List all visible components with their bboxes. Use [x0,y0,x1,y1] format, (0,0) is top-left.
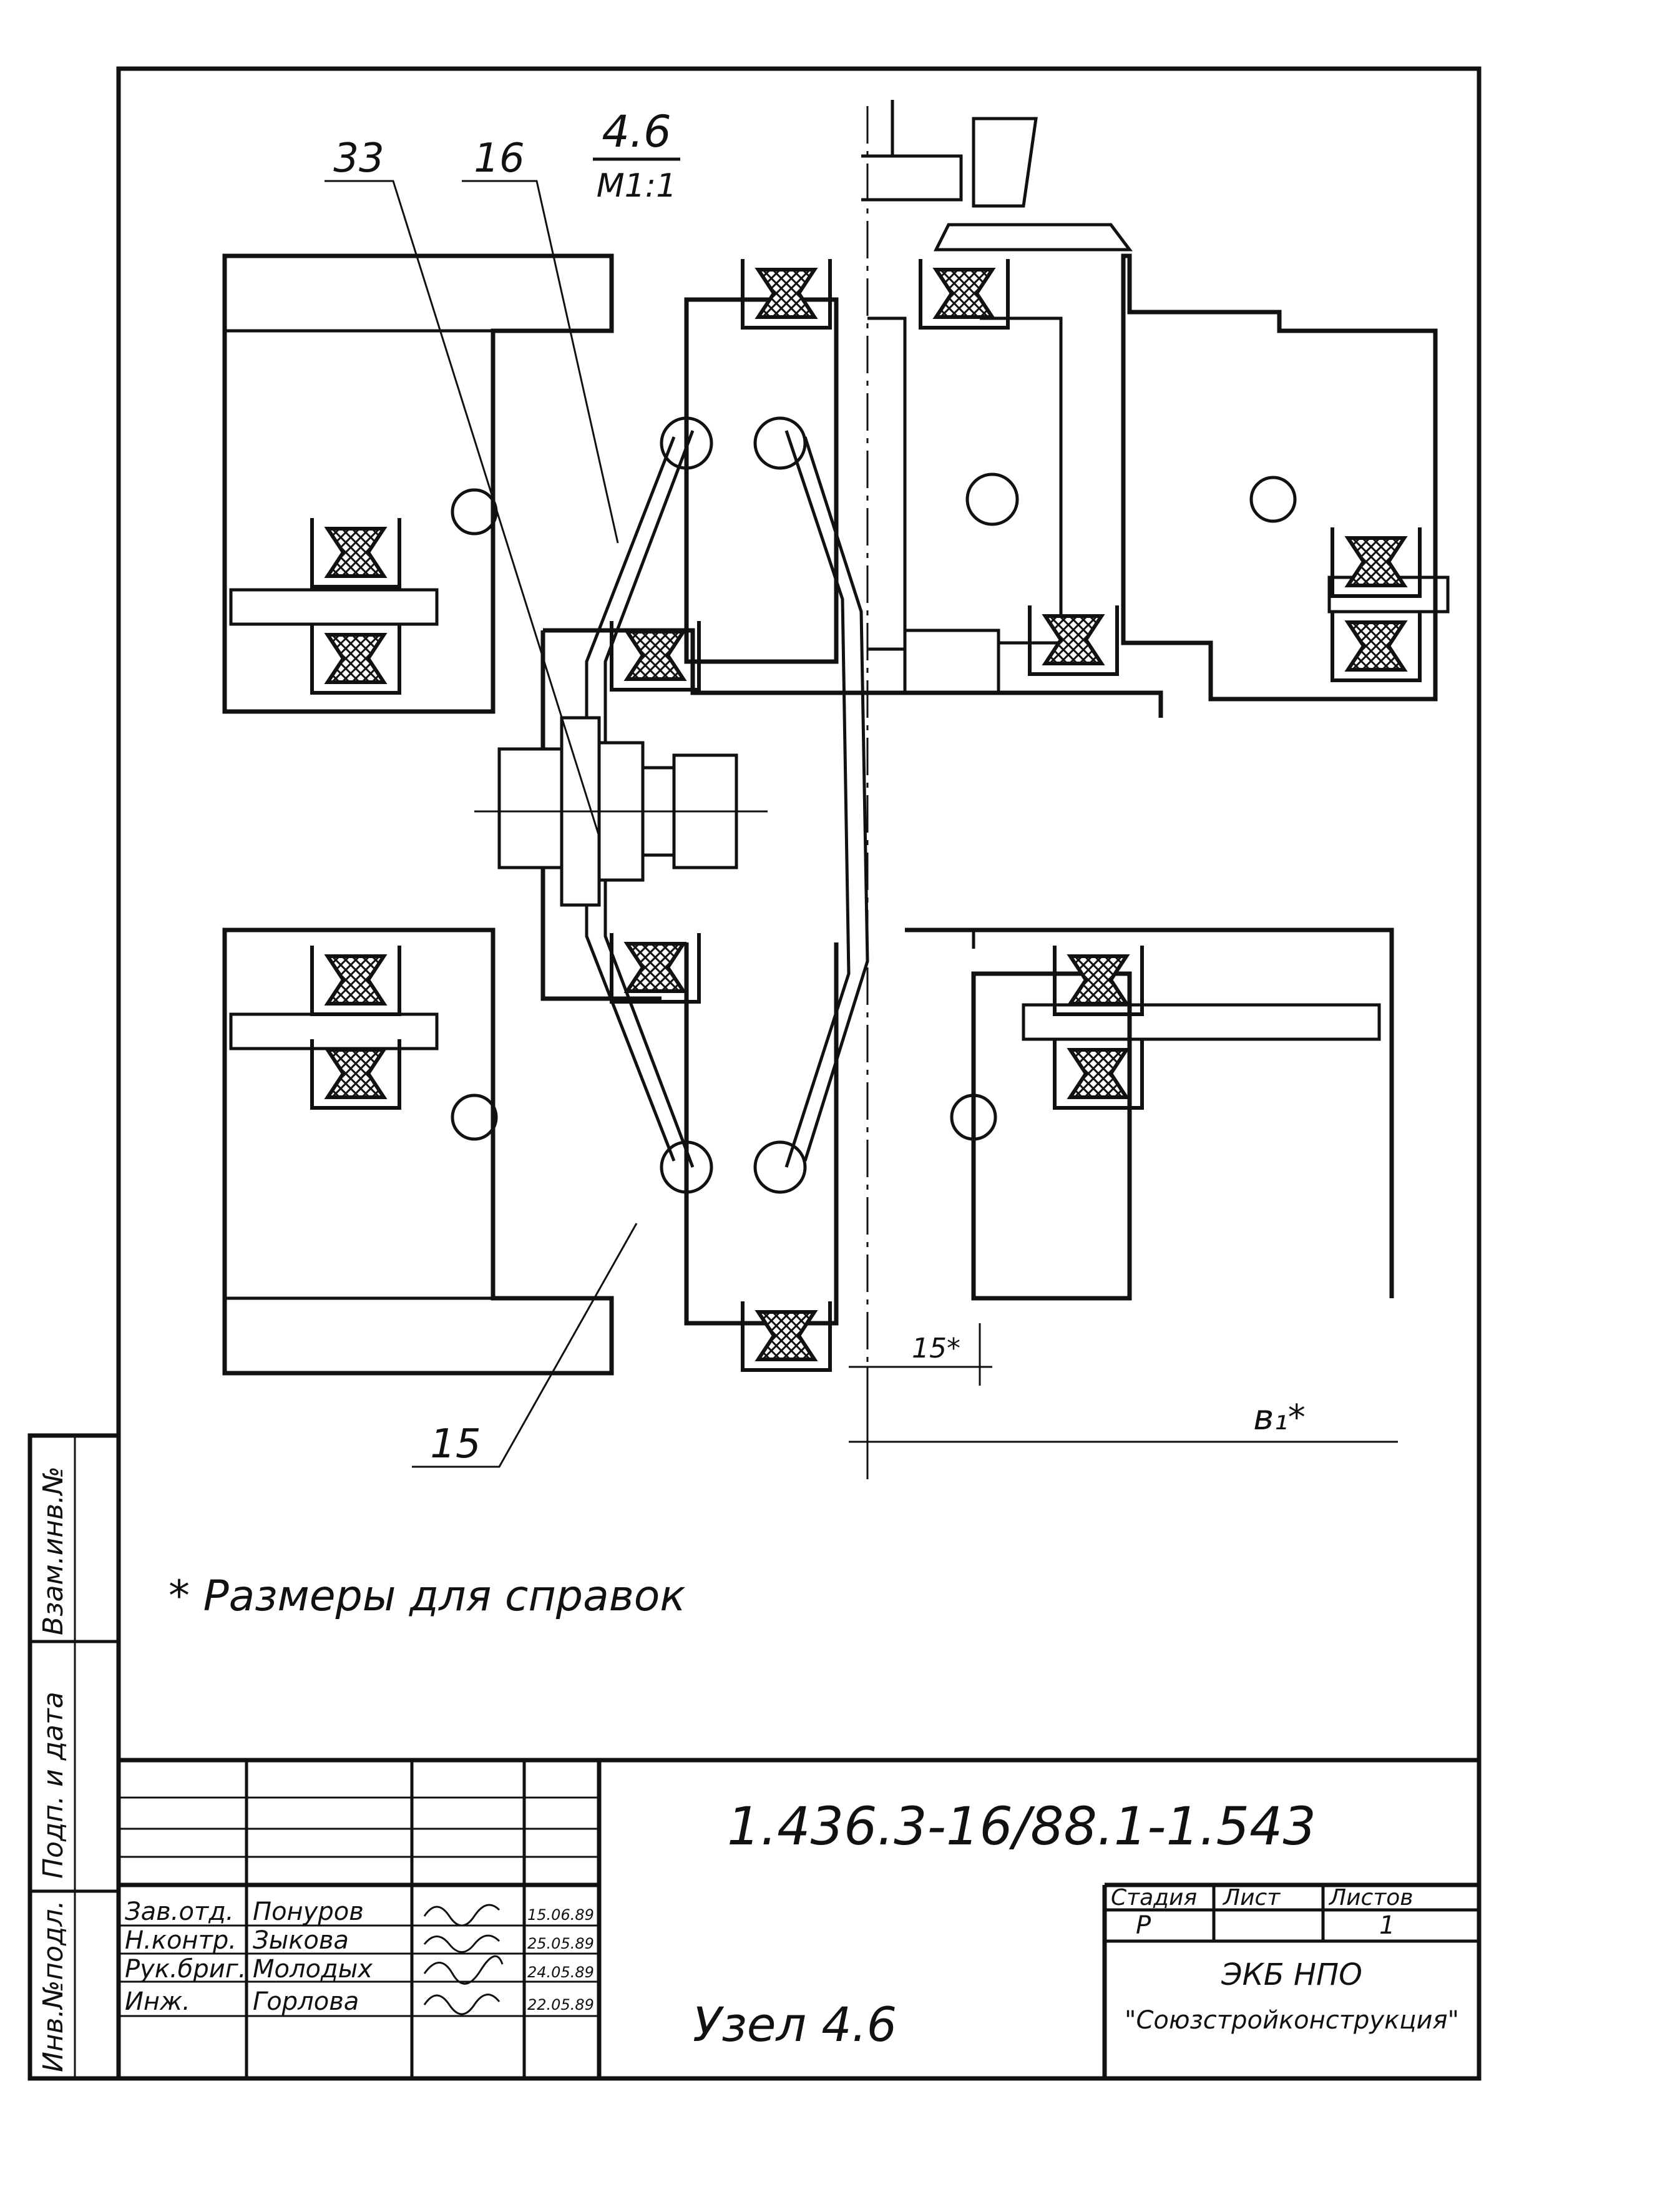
stage-value: Р [1136,1911,1151,1940]
node-label: 4.6 [602,106,671,157]
row-name: Молодых [253,1955,373,1984]
sheet-header: Лист [1222,1885,1281,1911]
row-role: Зав.отд. [125,1897,234,1926]
strip-field-sign-date: Подп. и дата [37,1691,69,1879]
sheet-frame [27,66,1482,2081]
row-role: Н.контр. [125,1926,237,1955]
dimension-15: 15* [912,1333,960,1364]
dimension-b1: в₁* [1253,1397,1305,1438]
node-drawing [222,100,1450,1479]
drawing-labels: 4.6 М1:1 33 16 15 15* в₁* * Размеры для … [168,106,1306,1621]
drawing-title: Узел 4.6 [693,1997,897,2052]
row-role: Рук.бриг. [125,1955,246,1984]
strip-field-inv-original: Инв.№подл. [37,1900,69,2072]
org-line-1: ЭКБ НПО [1221,1957,1362,1992]
sheets-header: Листов [1328,1885,1413,1911]
org-line-2: "Союзстройконструкция" [1125,2006,1459,2035]
row-date: 22.05.89 [527,1996,594,2014]
document-code: 1.436.3-16/88.1-1.543 [727,1796,1316,1857]
row-date: 15.06.89 [527,1906,594,1924]
row-name: Горлова [253,1987,359,2016]
callout-16: 16 [474,135,524,182]
row-name: Зыкова [253,1926,349,1955]
scale-label: М1:1 [597,167,677,205]
row-name: Понуров [253,1897,364,1926]
callout-15: 15 [430,1421,481,1467]
stage-header: Стадия [1111,1885,1197,1911]
strip-field-replace-inv: Взам.инв.№ [37,1466,69,1635]
title-block: 1.436.3-16/88.1-1.543 Узел 4.6 Стадия Ли… [119,1758,1479,2078]
row-date: 25.05.89 [527,1935,594,1952]
signatures [423,1904,504,2015]
sheets-value: 1 [1379,1911,1395,1940]
callout-33: 33 [333,135,384,182]
reference-note: * Размеры для справок [168,1572,685,1621]
side-strip: Взам.инв.№ Подп. и дата Инв.№подл. [37,1466,69,2072]
row-role: Инж. [125,1987,190,2016]
row-date: 24.05.89 [527,1964,594,1981]
